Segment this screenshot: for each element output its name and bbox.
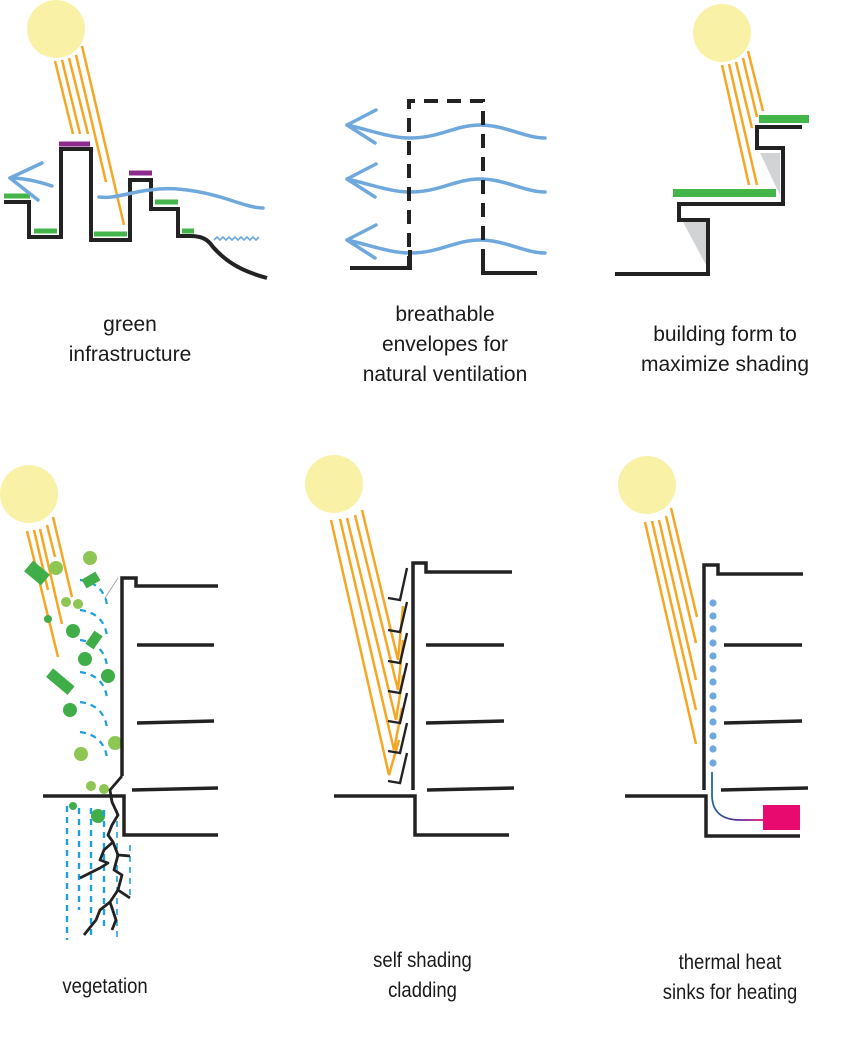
- wind-flow: [97, 186, 265, 210]
- breathable-envelopes-illustration: [345, 99, 547, 275]
- sun-rays: [720, 50, 765, 186]
- purple-roofs: [59, 141, 152, 176]
- stepped-building: [615, 125, 802, 276]
- roots: [79, 775, 131, 936]
- water-wave: [213, 235, 260, 242]
- water-arcs: [79, 578, 109, 759]
- sun-icon: [693, 4, 751, 62]
- dashed-envelope: [407, 99, 485, 275]
- sun-icon: [27, 0, 85, 58]
- floor-slabs: [425, 643, 515, 792]
- leaves: [24, 551, 122, 823]
- caption-building-form: building form to maximize shading: [640, 323, 810, 376]
- caption-breathable-envelopes: breathable envelopes for natural ventila…: [362, 303, 528, 386]
- caption-vegetation: vegetation: [62, 975, 148, 998]
- building-outline: [702, 563, 803, 790]
- sun-rays: [329, 509, 405, 776]
- sun-icon: [305, 455, 363, 513]
- building-outline: [411, 561, 512, 790]
- ground-left: [350, 250, 412, 270]
- sun-rays: [643, 507, 699, 745]
- self-shading-illustration: [305, 455, 515, 837]
- wind-arrow-head: [8, 161, 44, 202]
- panel-green-infrastructure: green infrastructure: [0, 0, 280, 366]
- green-infrastructure-illustration: [4, 0, 268, 280]
- thermal-heat-sinks-illustration: [618, 456, 809, 838]
- ground-line: [334, 794, 509, 837]
- cladding-fins: [387, 567, 409, 785]
- caption-thermal-heat-sinks: thermal heat sinks for heating: [662, 951, 798, 1004]
- sun-icon: [618, 456, 676, 514]
- panel-self-shading: self shading cladding: [300, 450, 540, 1010]
- caption-self-shading: self shading cladding: [373, 949, 472, 1002]
- heat-dots: [709, 599, 717, 767]
- caption-green-infrastructure: green infrastructure: [68, 313, 192, 366]
- panel-building-form: building form to maximize shading: [600, 0, 850, 390]
- green-roofs: [673, 115, 809, 197]
- heat-pipe: [711, 772, 764, 821]
- panel-breathable-envelopes: breathable envelopes for natural ventila…: [330, 80, 570, 400]
- city-skyline: [4, 147, 268, 280]
- vegetation-illustration: [0, 465, 219, 940]
- wind-arrows: [345, 108, 547, 260]
- building-outline: [120, 576, 218, 776]
- ground-right: [481, 255, 537, 275]
- ground-line: [625, 794, 800, 838]
- floor-slabs: [131, 643, 219, 792]
- panel-thermal-heat-sinks: thermal heat sinks for heating: [600, 450, 850, 1010]
- sun-rays: [25, 516, 74, 658]
- shadows: [683, 153, 780, 265]
- floor-slabs: [720, 643, 809, 792]
- ground-line: [43, 794, 218, 837]
- panel-vegetation: vegetation: [0, 450, 240, 1010]
- trellis-wire: [104, 577, 119, 599]
- building-form-illustration: [615, 4, 809, 276]
- sun-icon: [0, 465, 58, 523]
- heat-sink-block: [763, 805, 800, 830]
- green-roofs: [4, 193, 194, 237]
